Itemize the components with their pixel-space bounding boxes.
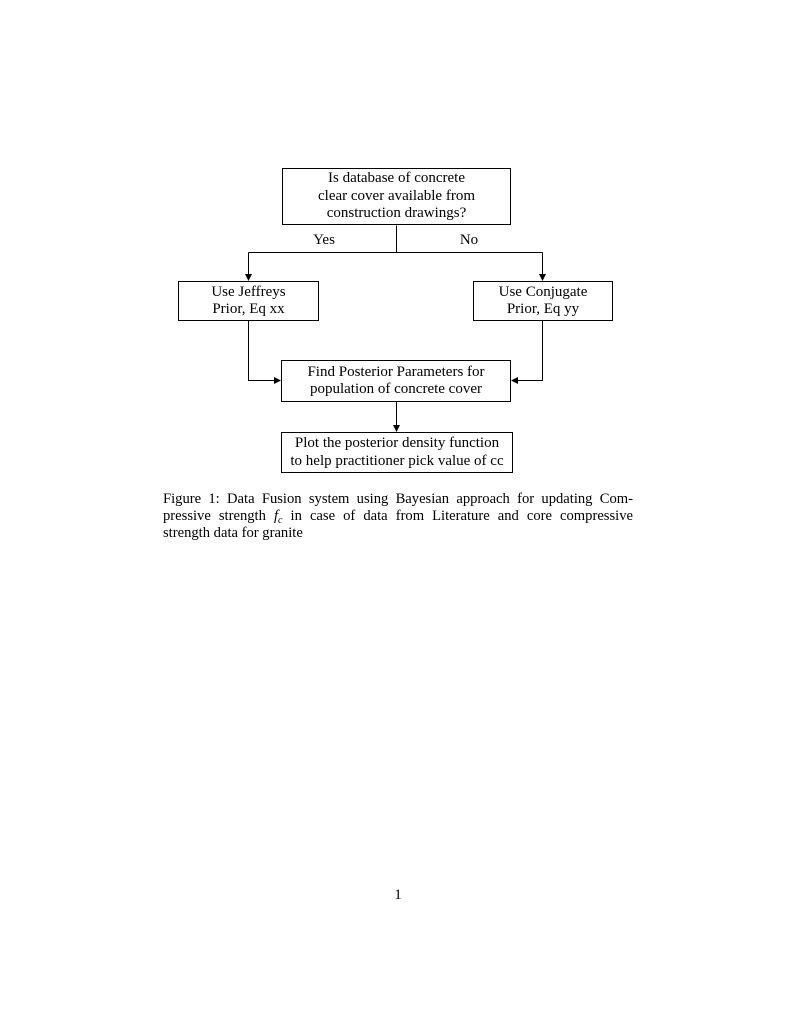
flowchart-node-conjugate-prior: Use Conjugate Prior, Eq yy	[473, 281, 613, 321]
caption-math-fc: fc	[273, 507, 283, 526]
node-text-line: Use Jeffreys	[211, 283, 286, 300]
node-text-line: Plot the posterior density function	[294, 435, 500, 451]
node-text-line: population of concrete cover	[309, 381, 482, 397]
figure-caption: Figure 1: Data Fusion system using Bayes…	[163, 491, 633, 541]
node-text-line: clear cover available from	[318, 187, 475, 204]
flowchart-node-plot-density: Plot the posterior density function to h…	[281, 432, 513, 473]
page-number: 1	[394, 887, 402, 903]
node-text-line: Prior, Eq yy	[506, 301, 580, 317]
flowchart-node-jeffreys-prior: Use Jeffreys Prior, Eq xx	[178, 281, 319, 321]
caption-line-2-text-after: in case of data from Literature and core…	[290, 507, 633, 524]
edge-label-no: No	[459, 232, 479, 248]
caption-line-3: strength data for granite	[163, 524, 303, 541]
connector-jeffreys-to-posterior	[248, 321, 275, 381]
arrowhead-into-plot	[393, 425, 400, 432]
node-text-line: Find Posterior Parameters for	[307, 363, 485, 380]
arrowhead-into-posterior-left	[274, 377, 281, 384]
node-text-line: to help practitioner pick value of cc	[290, 452, 504, 469]
math-variable-f: f	[273, 507, 279, 524]
edge-label-yes: Yes	[313, 232, 335, 248]
caption-line-2-text-before: pressive strength	[163, 507, 266, 524]
node-text-line: Use Conjugate	[498, 283, 588, 300]
node-text-line: Prior, Eq xx	[212, 301, 285, 317]
flowchart-node-posterior-parameters: Find Posterior Parameters for population…	[281, 360, 511, 402]
node-text-line: construction drawings?	[326, 205, 467, 222]
flowchart-node-decision: Is database of concrete clear cover avai…	[282, 168, 511, 225]
node-text-line: Is database of concrete	[327, 170, 465, 187]
arrowhead-into-conjugate	[539, 274, 546, 281]
caption-line-1: Figure 1: Data Fusion system using Bayes…	[163, 491, 633, 507]
math-subscript-c: c	[278, 514, 283, 526]
caption-line-2: pressive strength fc in case of data fro…	[163, 507, 633, 526]
arrowhead-into-jeffreys	[245, 274, 252, 281]
connector-conjugate-to-posterior	[517, 321, 543, 381]
arrowhead-into-posterior-right	[511, 377, 518, 384]
